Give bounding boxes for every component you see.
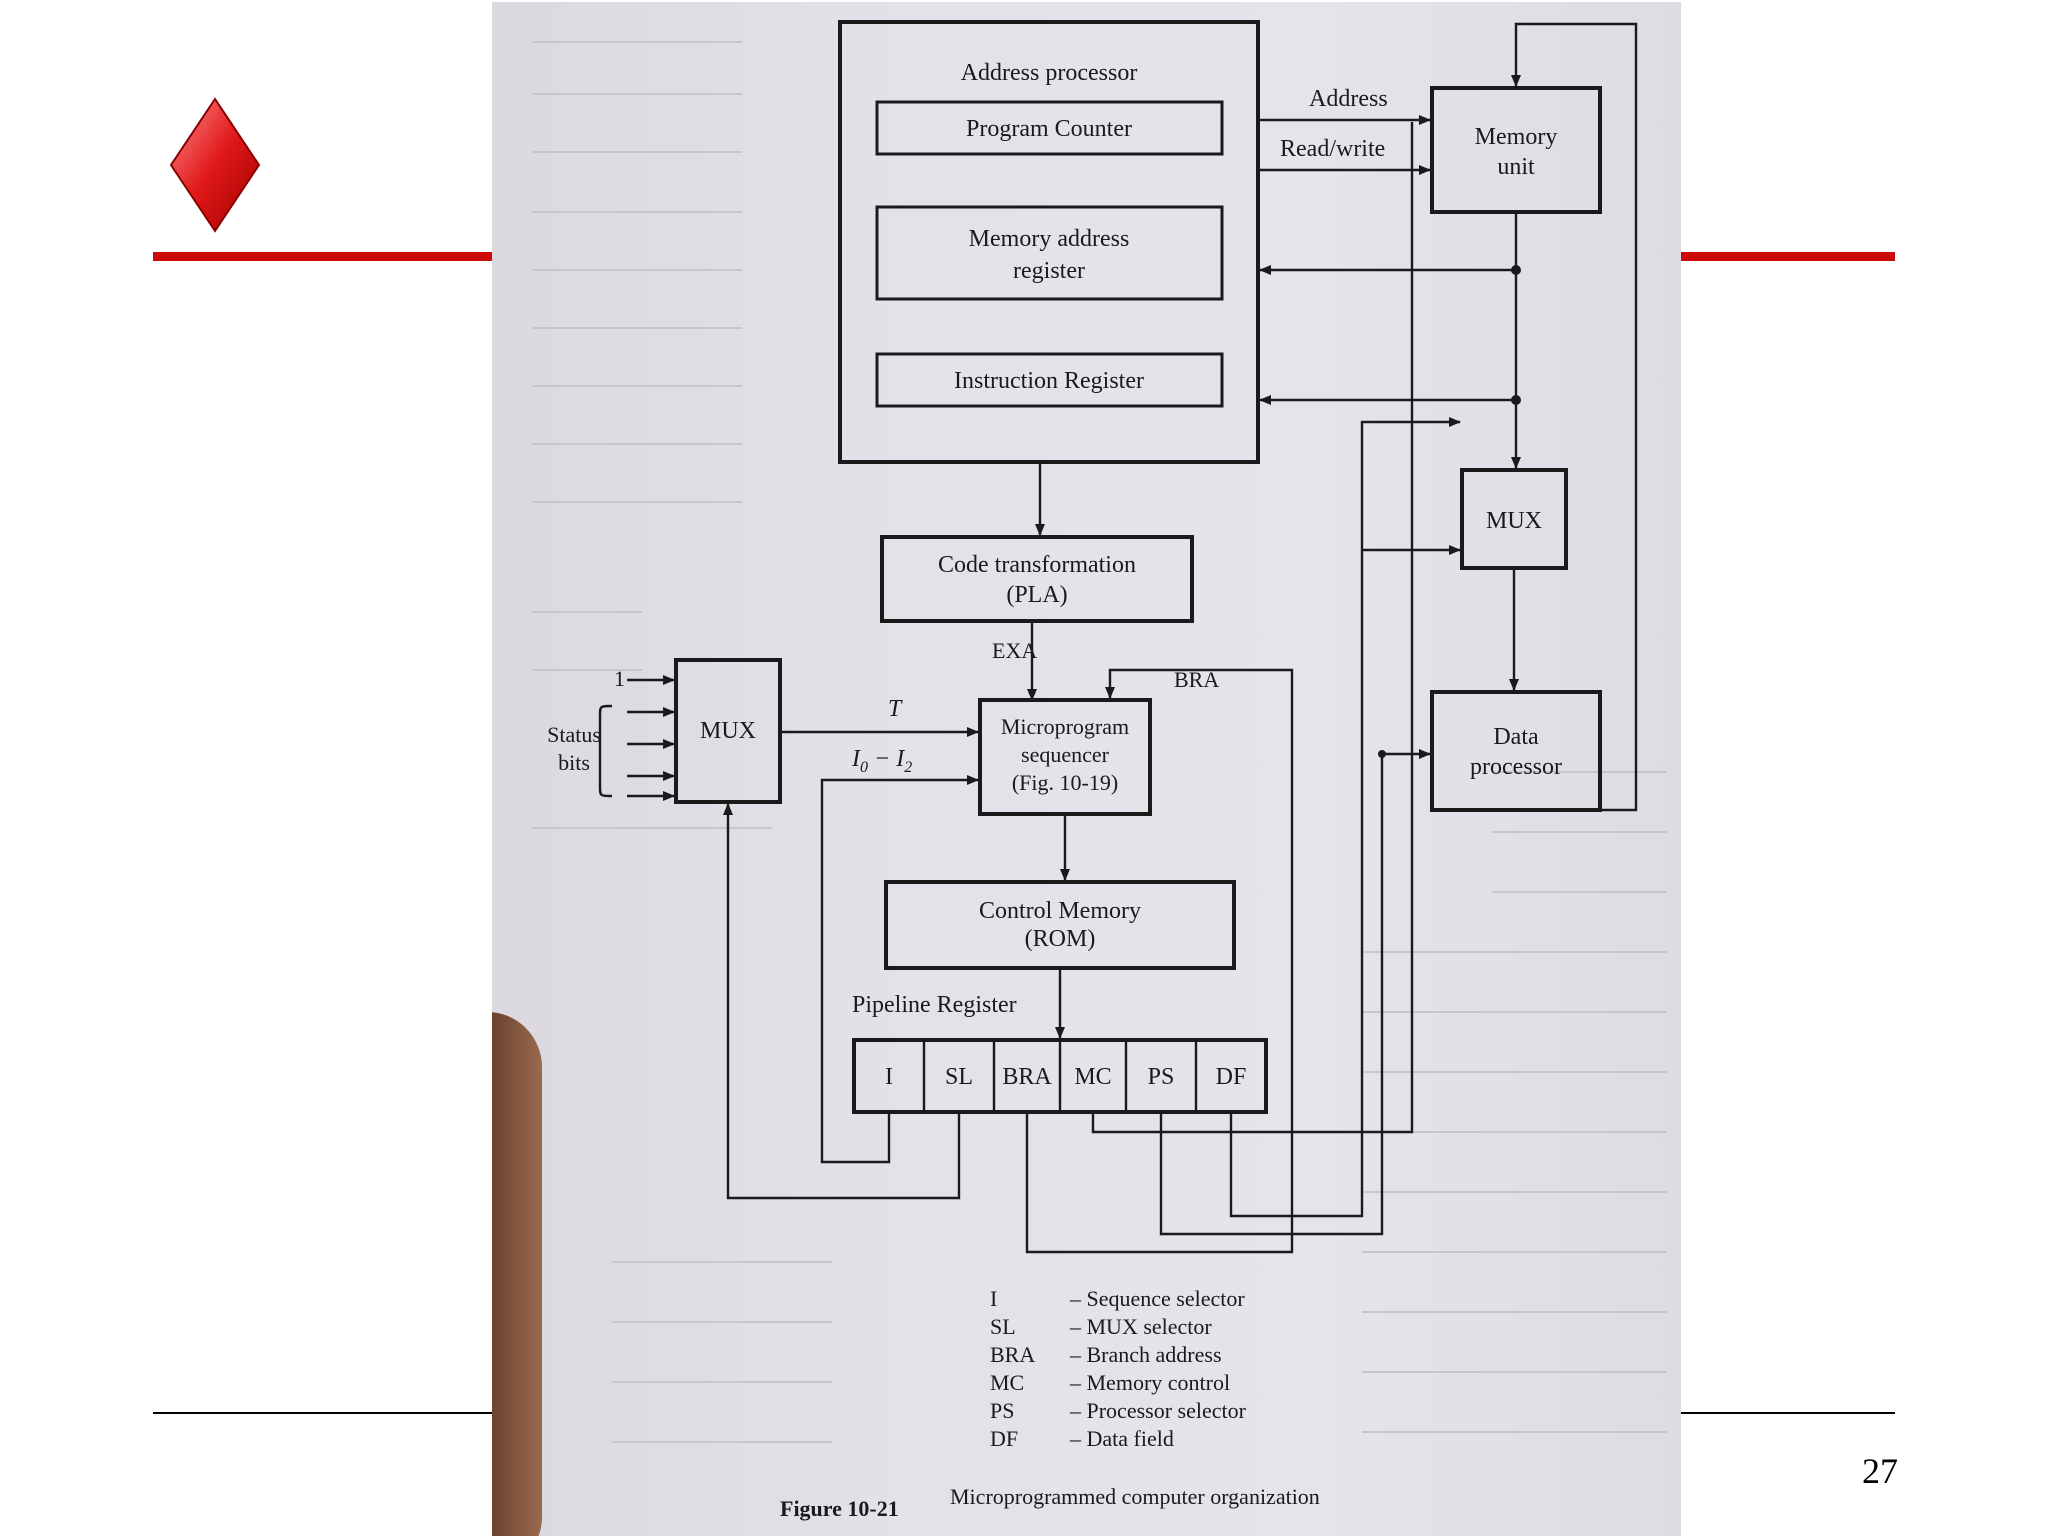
bra-to-sequencer-edge	[1025, 668, 1294, 1254]
legend-desc: – MUX selector	[1069, 1314, 1212, 1339]
pipeline-field-bra: BRA	[1002, 1064, 1052, 1090]
header-bar-right	[1680, 252, 1895, 261]
control-memory-line2: (ROM)	[1025, 926, 1096, 952]
pipeline-field-ps: PS	[1148, 1064, 1175, 1090]
pipeline-register-title: Pipeline Register	[852, 992, 1017, 1018]
program-counter-box	[875, 100, 1224, 156]
i-to-sequencer-edge	[820, 775, 979, 1164]
mux-left-label: MUX	[700, 718, 756, 744]
ps-to-data-processor-edge	[1159, 749, 1431, 1236]
status-bits-line2: bits	[558, 750, 590, 775]
legend-abbr: DF	[990, 1426, 1018, 1451]
control-memory-line1: Control Memory	[979, 898, 1141, 924]
pipeline-field-mc: MC	[1074, 1064, 1111, 1090]
legend-abbr: BRA	[990, 1342, 1035, 1367]
legend-abbr: PS	[990, 1398, 1014, 1423]
signal-t-label: T	[888, 696, 903, 722]
exa-label: EXA	[992, 638, 1037, 663]
mar-label-line2: register	[1013, 258, 1085, 284]
df-to-mux-edge	[1229, 417, 1461, 1218]
red-diamond-icon	[169, 97, 261, 233]
instruction-register-box	[875, 352, 1224, 408]
mc-to-memory-edge	[1091, 122, 1414, 1134]
data-processor-box	[1430, 690, 1602, 812]
pipeline-field-df: DF	[1216, 1064, 1247, 1090]
data-processor-to-memory-edge	[1511, 22, 1638, 812]
microprogram-diagram: Address processor Program Counter Memory…	[532, 20, 1667, 1521]
memory-unit-line1: Memory	[1475, 124, 1558, 150]
code-transformation-line2: (PLA)	[1006, 582, 1067, 608]
footer-rule-right	[1680, 1412, 1895, 1414]
instruction-register-label: Instruction Register	[954, 368, 1144, 394]
program-counter-label: Program Counter	[966, 116, 1132, 142]
status-bits-line1: Status	[547, 722, 601, 747]
address-processor-box	[838, 20, 1260, 464]
pipeline-field-i: I	[885, 1064, 893, 1090]
textbook-photo: Address processor Program Counter Memory…	[492, 2, 1681, 1536]
legend-abbr: SL	[990, 1314, 1016, 1339]
legend-desc: – Memory control	[1069, 1370, 1230, 1395]
legend-abbr: MC	[990, 1370, 1024, 1395]
memory-unit-line2: unit	[1497, 154, 1535, 180]
signal-i-label: I0 − I2	[851, 746, 912, 776]
figure-number: Figure 10-21	[780, 1496, 899, 1521]
sequencer-line3: (Fig. 10-19)	[1012, 770, 1118, 795]
mar-label-line1: Memory address	[969, 226, 1130, 252]
sl-to-mux-edge	[723, 803, 961, 1200]
background-text-lines	[532, 41, 1667, 1443]
mux-right-label: MUX	[1486, 508, 1542, 534]
control-memory-box	[884, 880, 1236, 970]
read-write-edge-label: Read/write	[1280, 136, 1385, 162]
legend-desc: – Processor selector	[1069, 1398, 1247, 1423]
header-bar-left	[153, 252, 495, 261]
status-input-1-label: 1	[614, 666, 625, 691]
thumb	[492, 1012, 542, 1536]
page-number: 27	[1862, 1451, 1898, 1491]
data-processor-line1: Data	[1493, 724, 1539, 750]
memory-unit-box	[1430, 86, 1602, 214]
sequencer-line2: sequencer	[1021, 742, 1110, 767]
memory-address-register-box	[875, 205, 1224, 301]
legend-desc: – Branch address	[1069, 1342, 1222, 1367]
sequencer-line1: Microprogram	[1001, 714, 1129, 739]
legend-desc: – Data field	[1069, 1426, 1174, 1451]
address-processor-title: Address processor	[961, 60, 1138, 86]
address-edge-label: Address	[1309, 86, 1388, 112]
junction-dot	[1378, 750, 1386, 758]
status-bits-brace	[598, 704, 613, 798]
legend-desc: – Sequence selector	[1069, 1286, 1245, 1311]
figure-title: Microprogrammed computer organization	[950, 1484, 1320, 1509]
legend: I – Sequence selector SL – MUX selector …	[990, 1286, 1247, 1451]
legend-abbr: I	[990, 1286, 997, 1311]
pipeline-field-sl: SL	[945, 1064, 973, 1090]
footer-rule-left	[153, 1412, 495, 1414]
code-transformation-line1: Code transformation	[938, 552, 1136, 578]
code-transformation-box	[880, 535, 1194, 623]
data-processor-line2: processor	[1470, 754, 1562, 780]
